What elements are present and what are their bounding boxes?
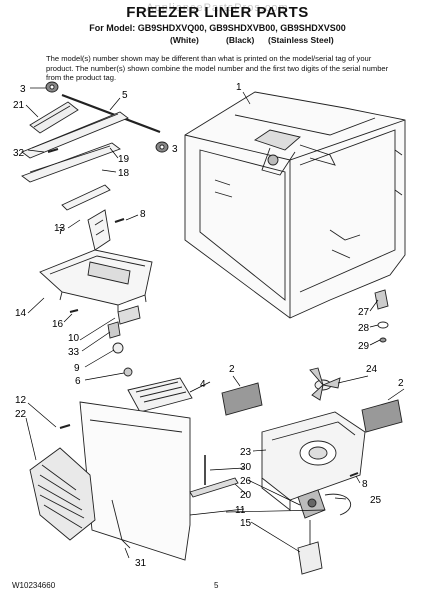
callout-2b: 2 — [398, 378, 404, 389]
callout-31: 31 — [135, 558, 147, 569]
callout-4: 4 — [200, 379, 206, 390]
slide-part — [21, 142, 121, 183]
light-housing-part — [117, 305, 141, 325]
motor-bracket-part — [297, 541, 323, 575]
callout-23: 23 — [240, 447, 252, 458]
callout-13: 13 — [54, 223, 66, 234]
page-number: 5 — [214, 581, 219, 590]
vent-cover-part — [127, 377, 193, 413]
callout-27: 27 — [358, 307, 370, 318]
callout-25: 25 — [370, 495, 382, 506]
knob-part-left — [45, 81, 59, 93]
freezer-liner-part — [184, 91, 406, 319]
callout-19: 19 — [118, 154, 130, 165]
model-note: The model(s) number shown may be differe… — [46, 54, 389, 83]
fan-motor-part — [297, 489, 326, 519]
callout-8b: 8 — [362, 479, 368, 490]
finish-white: (White) — [170, 35, 199, 45]
wire-part — [324, 493, 352, 516]
finish-stainless: (Stainless Steel) — [268, 35, 334, 45]
callout-12: 12 — [15, 395, 27, 406]
rod-part — [61, 93, 161, 134]
finish-black: (Black) — [226, 35, 255, 45]
pad-part-right — [361, 399, 403, 433]
fan-housing-part — [261, 411, 366, 511]
bracket-7-part — [87, 209, 111, 251]
callout-2a: 2 — [229, 364, 235, 375]
fan-blade-part — [309, 367, 341, 401]
callout-24: 24 — [366, 364, 378, 375]
callout-9: 9 — [74, 363, 80, 374]
callout-6: 6 — [75, 376, 81, 387]
callout-8a: 8 — [140, 209, 146, 220]
callout-labels: 1 2 2 3 4 5 6 7 8 8 9 10 11 12 13 14 15 … — [13, 82, 404, 569]
callout-32: 32 — [13, 148, 25, 159]
model-line: For Model: GB9SHDXVQ00, GB9SHDXVB00, GB9… — [89, 23, 346, 33]
callout-3: 3 — [20, 84, 26, 95]
bracket-part — [29, 101, 79, 134]
callout-3b: 3 — [172, 144, 178, 155]
callout-28: 28 — [358, 323, 370, 334]
callout-33: 33 — [68, 347, 80, 358]
doc-number: W10234660 — [12, 581, 56, 590]
callout-14: 14 — [15, 308, 27, 319]
callout-11: 11 — [235, 505, 246, 516]
bulb-part — [112, 342, 124, 354]
knob-part-right — [155, 141, 169, 153]
callout-22: 22 — [15, 409, 27, 420]
callout-16: 16 — [52, 319, 64, 330]
callout-5: 5 — [122, 90, 128, 101]
callout-15: 15 — [240, 518, 252, 529]
callout-26: 26 — [240, 476, 252, 487]
leader-lines — [25, 87, 405, 559]
callout-10: 10 — [68, 333, 80, 344]
thermistor-part — [374, 289, 389, 310]
grille-part — [29, 447, 96, 541]
page-title: FREEZER LINER PARTS — [126, 4, 309, 21]
callout-30: 30 — [240, 462, 252, 473]
callout-1: 1 — [236, 82, 242, 93]
callout-20: 20 — [240, 490, 252, 501]
pad-part-left — [221, 382, 263, 416]
callout-18: 18 — [118, 168, 130, 179]
watermark: AppliancePartsPros.com — [146, 2, 289, 14]
callout-29: 29 — [358, 341, 370, 352]
rail-part — [21, 111, 129, 159]
shelf-frame-part — [39, 249, 153, 312]
rear-panel-part — [79, 401, 191, 561]
callout-7: 7 — [58, 226, 64, 237]
callout-21: 21 — [13, 100, 25, 111]
